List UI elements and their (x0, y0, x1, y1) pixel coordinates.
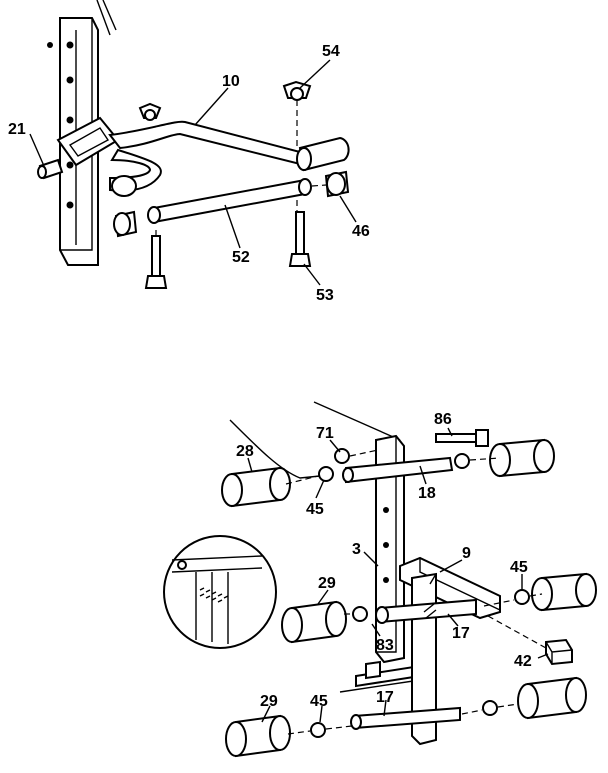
label-3: 3 (352, 541, 361, 558)
spacer-bottom-right (482, 700, 498, 716)
label-9: 9 (462, 545, 471, 562)
wing-nut-54 (282, 80, 312, 101)
spacer-45-right (514, 589, 530, 605)
label-86: 86 (434, 411, 452, 428)
label-17-upper: 17 (452, 625, 470, 642)
label-29-lower: 29 (260, 693, 278, 710)
base-frame (339, 660, 421, 693)
label-71: 71 (316, 425, 334, 442)
label-42: 42 (514, 653, 532, 670)
label-83: 83 (376, 637, 394, 654)
bottom-assembly-diagram: 86 71 28 45 18 3 9 45 29 83 17 42 29 45 … (163, 401, 597, 758)
u-bar (108, 120, 350, 197)
roller-pad-top-right (489, 438, 555, 478)
wing-nut-left (138, 102, 162, 121)
sleeve-left (113, 210, 138, 238)
label-54: 54 (322, 43, 340, 60)
bolt-left (144, 235, 168, 289)
label-45-top: 45 (306, 501, 324, 518)
label-10: 10 (222, 73, 240, 90)
spacer-top-right (454, 453, 470, 469)
label-29-upper: 29 (318, 575, 336, 592)
roller-pad-29-upper (281, 600, 347, 644)
top-assembly-diagram: 10 21 54 46 52 53 (8, 0, 370, 304)
rod-17-lower (350, 706, 461, 730)
label-53: 53 (316, 287, 334, 304)
label-46: 46 (352, 223, 370, 240)
rod-52 (147, 178, 312, 224)
inset-detail (163, 535, 277, 649)
roller-pad-mid-right (531, 572, 597, 612)
spacer-71 (334, 448, 350, 464)
spacer-45-top (318, 466, 334, 482)
roller-pad-bottom-right (517, 676, 587, 720)
label-52: 52 (232, 249, 250, 266)
label-45-lower: 45 (310, 693, 328, 710)
end-cap-42 (545, 638, 573, 666)
label-21: 21 (8, 121, 26, 138)
bolt-53 (288, 211, 312, 267)
bolt-86 (435, 429, 489, 447)
rod-18 (342, 456, 454, 484)
roller-pad-29-lower (225, 714, 291, 758)
spacer-46 (324, 170, 350, 198)
rod-17-upper (375, 598, 477, 624)
label-18: 18 (418, 485, 436, 502)
detail-screw (423, 603, 437, 619)
spacer-mid-left (352, 606, 368, 622)
spacer-45-lower (310, 722, 326, 738)
roller-pad-28 (221, 466, 291, 508)
label-17-lower: 17 (376, 689, 394, 706)
label-45-right: 45 (510, 559, 528, 576)
label-28: 28 (236, 443, 254, 460)
